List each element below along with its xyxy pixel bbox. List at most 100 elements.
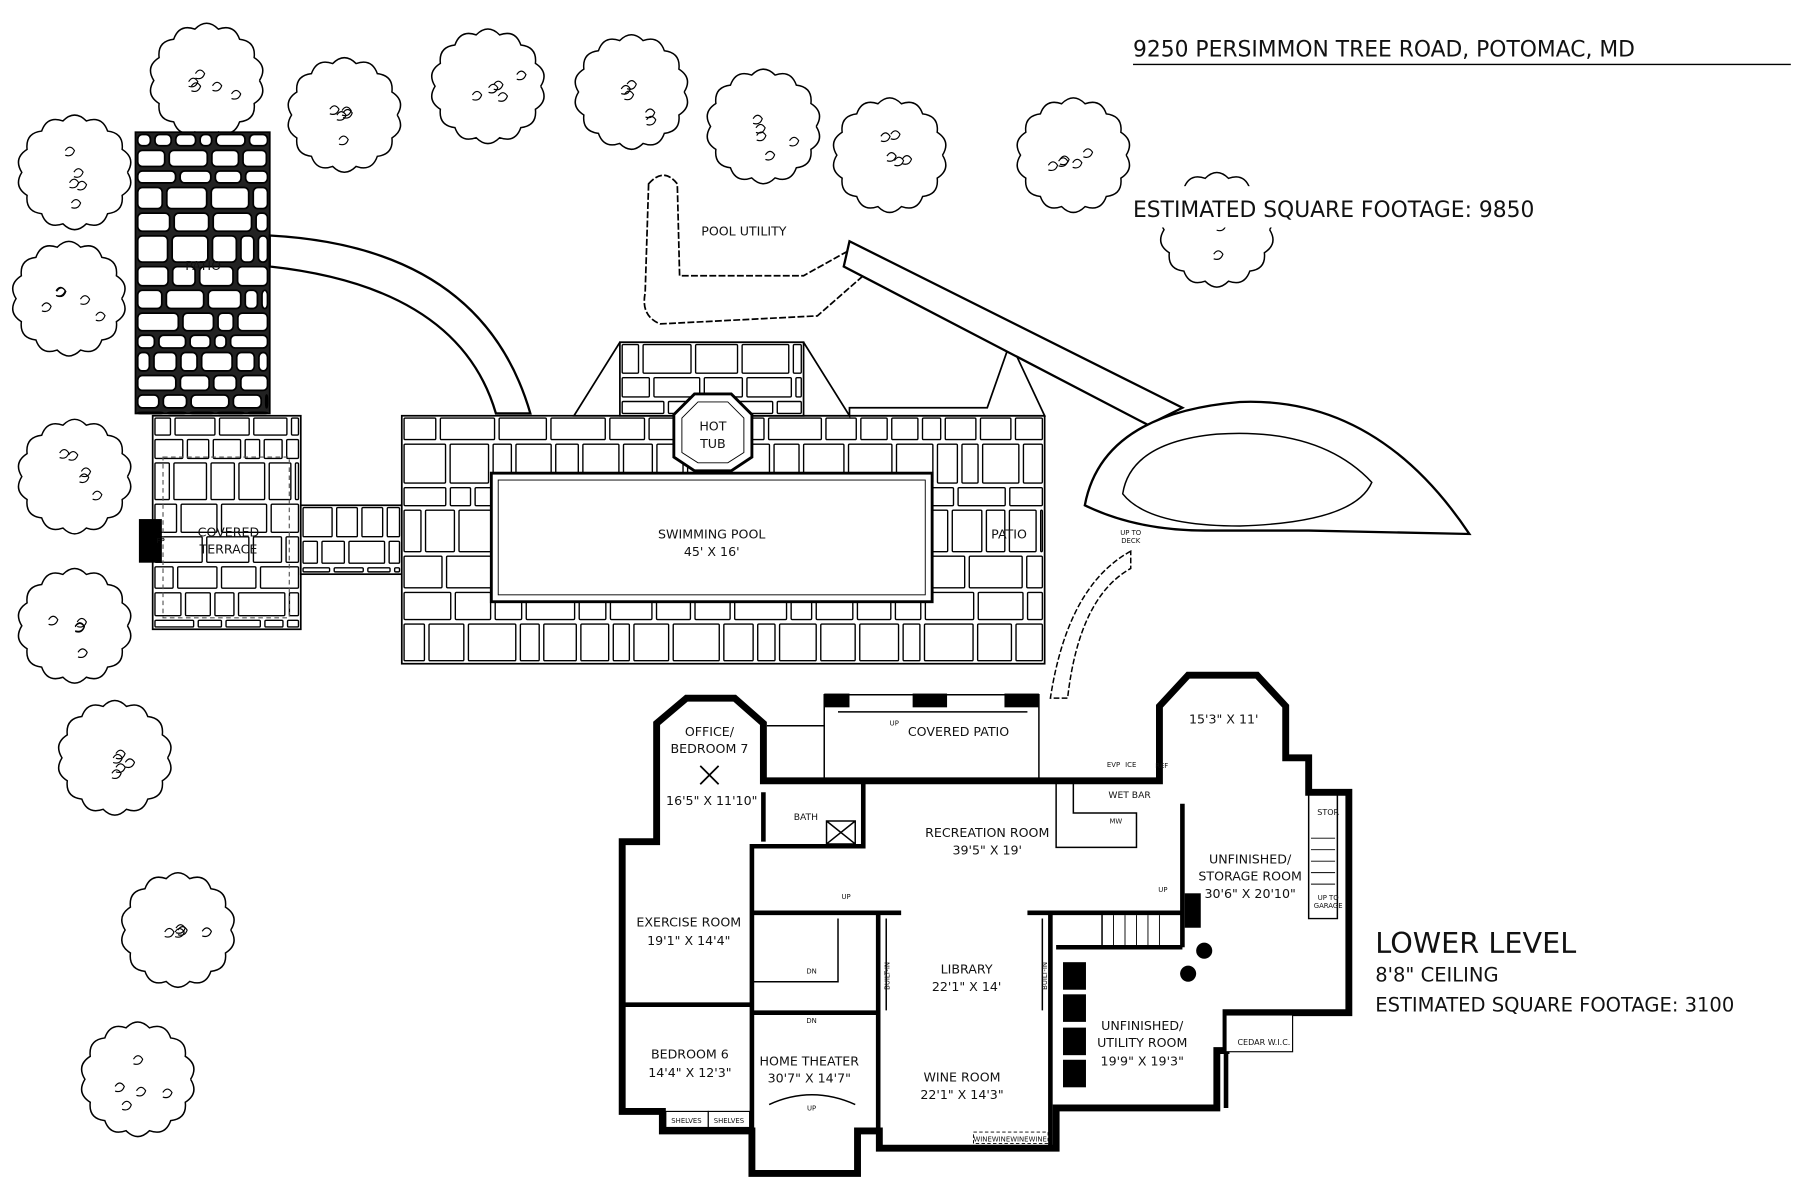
tree <box>11 240 126 357</box>
label-home-theater: HOME THEATER <box>760 1053 860 1068</box>
label-up: UP <box>890 720 899 728</box>
label-bedroom-6: BEDROOM 6 <box>651 1047 729 1062</box>
paver <box>621 377 651 398</box>
tree-detail <box>471 90 483 101</box>
tree-detail <box>231 89 242 100</box>
tree <box>430 28 545 145</box>
tree-detail <box>92 490 103 501</box>
label-bedroom6-dims: 14'4" X 12'3" <box>648 1065 731 1080</box>
flagstone <box>210 186 250 210</box>
paver <box>921 417 942 441</box>
paver <box>237 592 286 617</box>
paver <box>197 619 223 628</box>
paver <box>154 438 184 460</box>
paver <box>776 400 802 415</box>
paver <box>795 377 802 398</box>
paver <box>961 443 979 484</box>
paver <box>173 462 208 501</box>
paver <box>386 506 401 538</box>
tree-detail <box>79 295 91 305</box>
paver <box>778 623 817 662</box>
paver <box>672 623 720 662</box>
column <box>1004 693 1039 708</box>
paver <box>923 623 974 662</box>
label-exercise-dims: 19'1" X 14'4" <box>647 933 730 948</box>
tree-detail <box>1059 155 1070 166</box>
flagstone <box>199 133 213 147</box>
paver <box>252 536 283 563</box>
paver <box>1008 509 1037 553</box>
paver <box>792 343 802 374</box>
flagstone <box>136 265 169 287</box>
site-labels: PATIO POOL UTILITY HOT TUB COVERED TERRA… <box>157 224 1142 559</box>
paver <box>580 623 610 662</box>
flagstone <box>154 133 173 147</box>
paver <box>333 567 364 573</box>
paver <box>694 343 739 374</box>
paver <box>286 619 300 628</box>
utility-equipment <box>1063 994 1086 1022</box>
label-wine-dims: 22'1" X 14'3" <box>920 1087 1003 1102</box>
flagstone <box>200 351 233 372</box>
flagstone <box>235 351 256 372</box>
label-exercise-room: EXERCISE ROOM <box>636 915 741 930</box>
paver <box>860 417 888 441</box>
tree-detail <box>162 1088 173 1099</box>
flagstone <box>216 411 245 415</box>
flagstone <box>240 234 255 263</box>
flagstone <box>180 351 198 372</box>
tree-detail <box>132 1055 144 1065</box>
label-library: LIBRARY <box>941 962 993 977</box>
outer-walls <box>618 671 1353 1177</box>
tree-detail <box>516 70 527 81</box>
flagstone <box>211 149 240 168</box>
tree-detail <box>764 150 776 161</box>
flagstone <box>166 411 187 415</box>
tree-detail <box>1072 158 1083 169</box>
tree-detail <box>190 82 202 92</box>
paver <box>612 623 631 662</box>
flagstone <box>165 289 205 310</box>
paver <box>388 540 401 564</box>
cedar-closet <box>1225 1014 1294 1053</box>
column <box>912 693 948 708</box>
paver <box>609 417 646 441</box>
tree-detail <box>1213 250 1224 260</box>
tree-detail <box>755 123 766 134</box>
flagstone <box>173 212 210 233</box>
ceiling-fan-icon <box>699 765 720 785</box>
label-wine-room: WINE ROOM <box>923 1070 1000 1085</box>
flagstone <box>215 133 246 147</box>
paver <box>403 509 422 553</box>
paver <box>449 443 490 484</box>
flagstone <box>136 170 177 184</box>
label-wine: WINE <box>973 1135 991 1143</box>
tree <box>57 699 172 816</box>
tree-detail <box>890 130 901 140</box>
flagstone <box>136 374 177 392</box>
label-up-to-deck: DECK <box>1121 537 1140 545</box>
paver <box>225 619 262 628</box>
right-planter <box>1121 432 1373 527</box>
flagstone <box>179 170 212 184</box>
tree-detail <box>177 926 188 936</box>
label-ref: REF <box>1155 762 1168 770</box>
label-dn: DN <box>806 968 816 976</box>
paver <box>767 417 823 441</box>
flagstone <box>240 374 269 392</box>
flagstone <box>162 394 188 409</box>
paver <box>403 417 437 441</box>
wine-racks <box>973 1131 1049 1145</box>
flagstone <box>136 234 169 263</box>
tree <box>832 97 947 214</box>
label-dn: DN <box>806 1017 816 1025</box>
paver <box>270 503 300 533</box>
flagstone <box>136 411 164 415</box>
label-covered-terrace: TERRACE <box>199 542 258 557</box>
label-covered-patio: COVERED PATIO <box>908 724 1009 739</box>
tree-detail <box>752 114 763 125</box>
label-office: OFFICE/ <box>685 724 735 739</box>
tree <box>1016 97 1131 214</box>
label-bay-dims: 15'3" X 11' <box>1189 711 1259 726</box>
paver <box>976 623 1013 662</box>
